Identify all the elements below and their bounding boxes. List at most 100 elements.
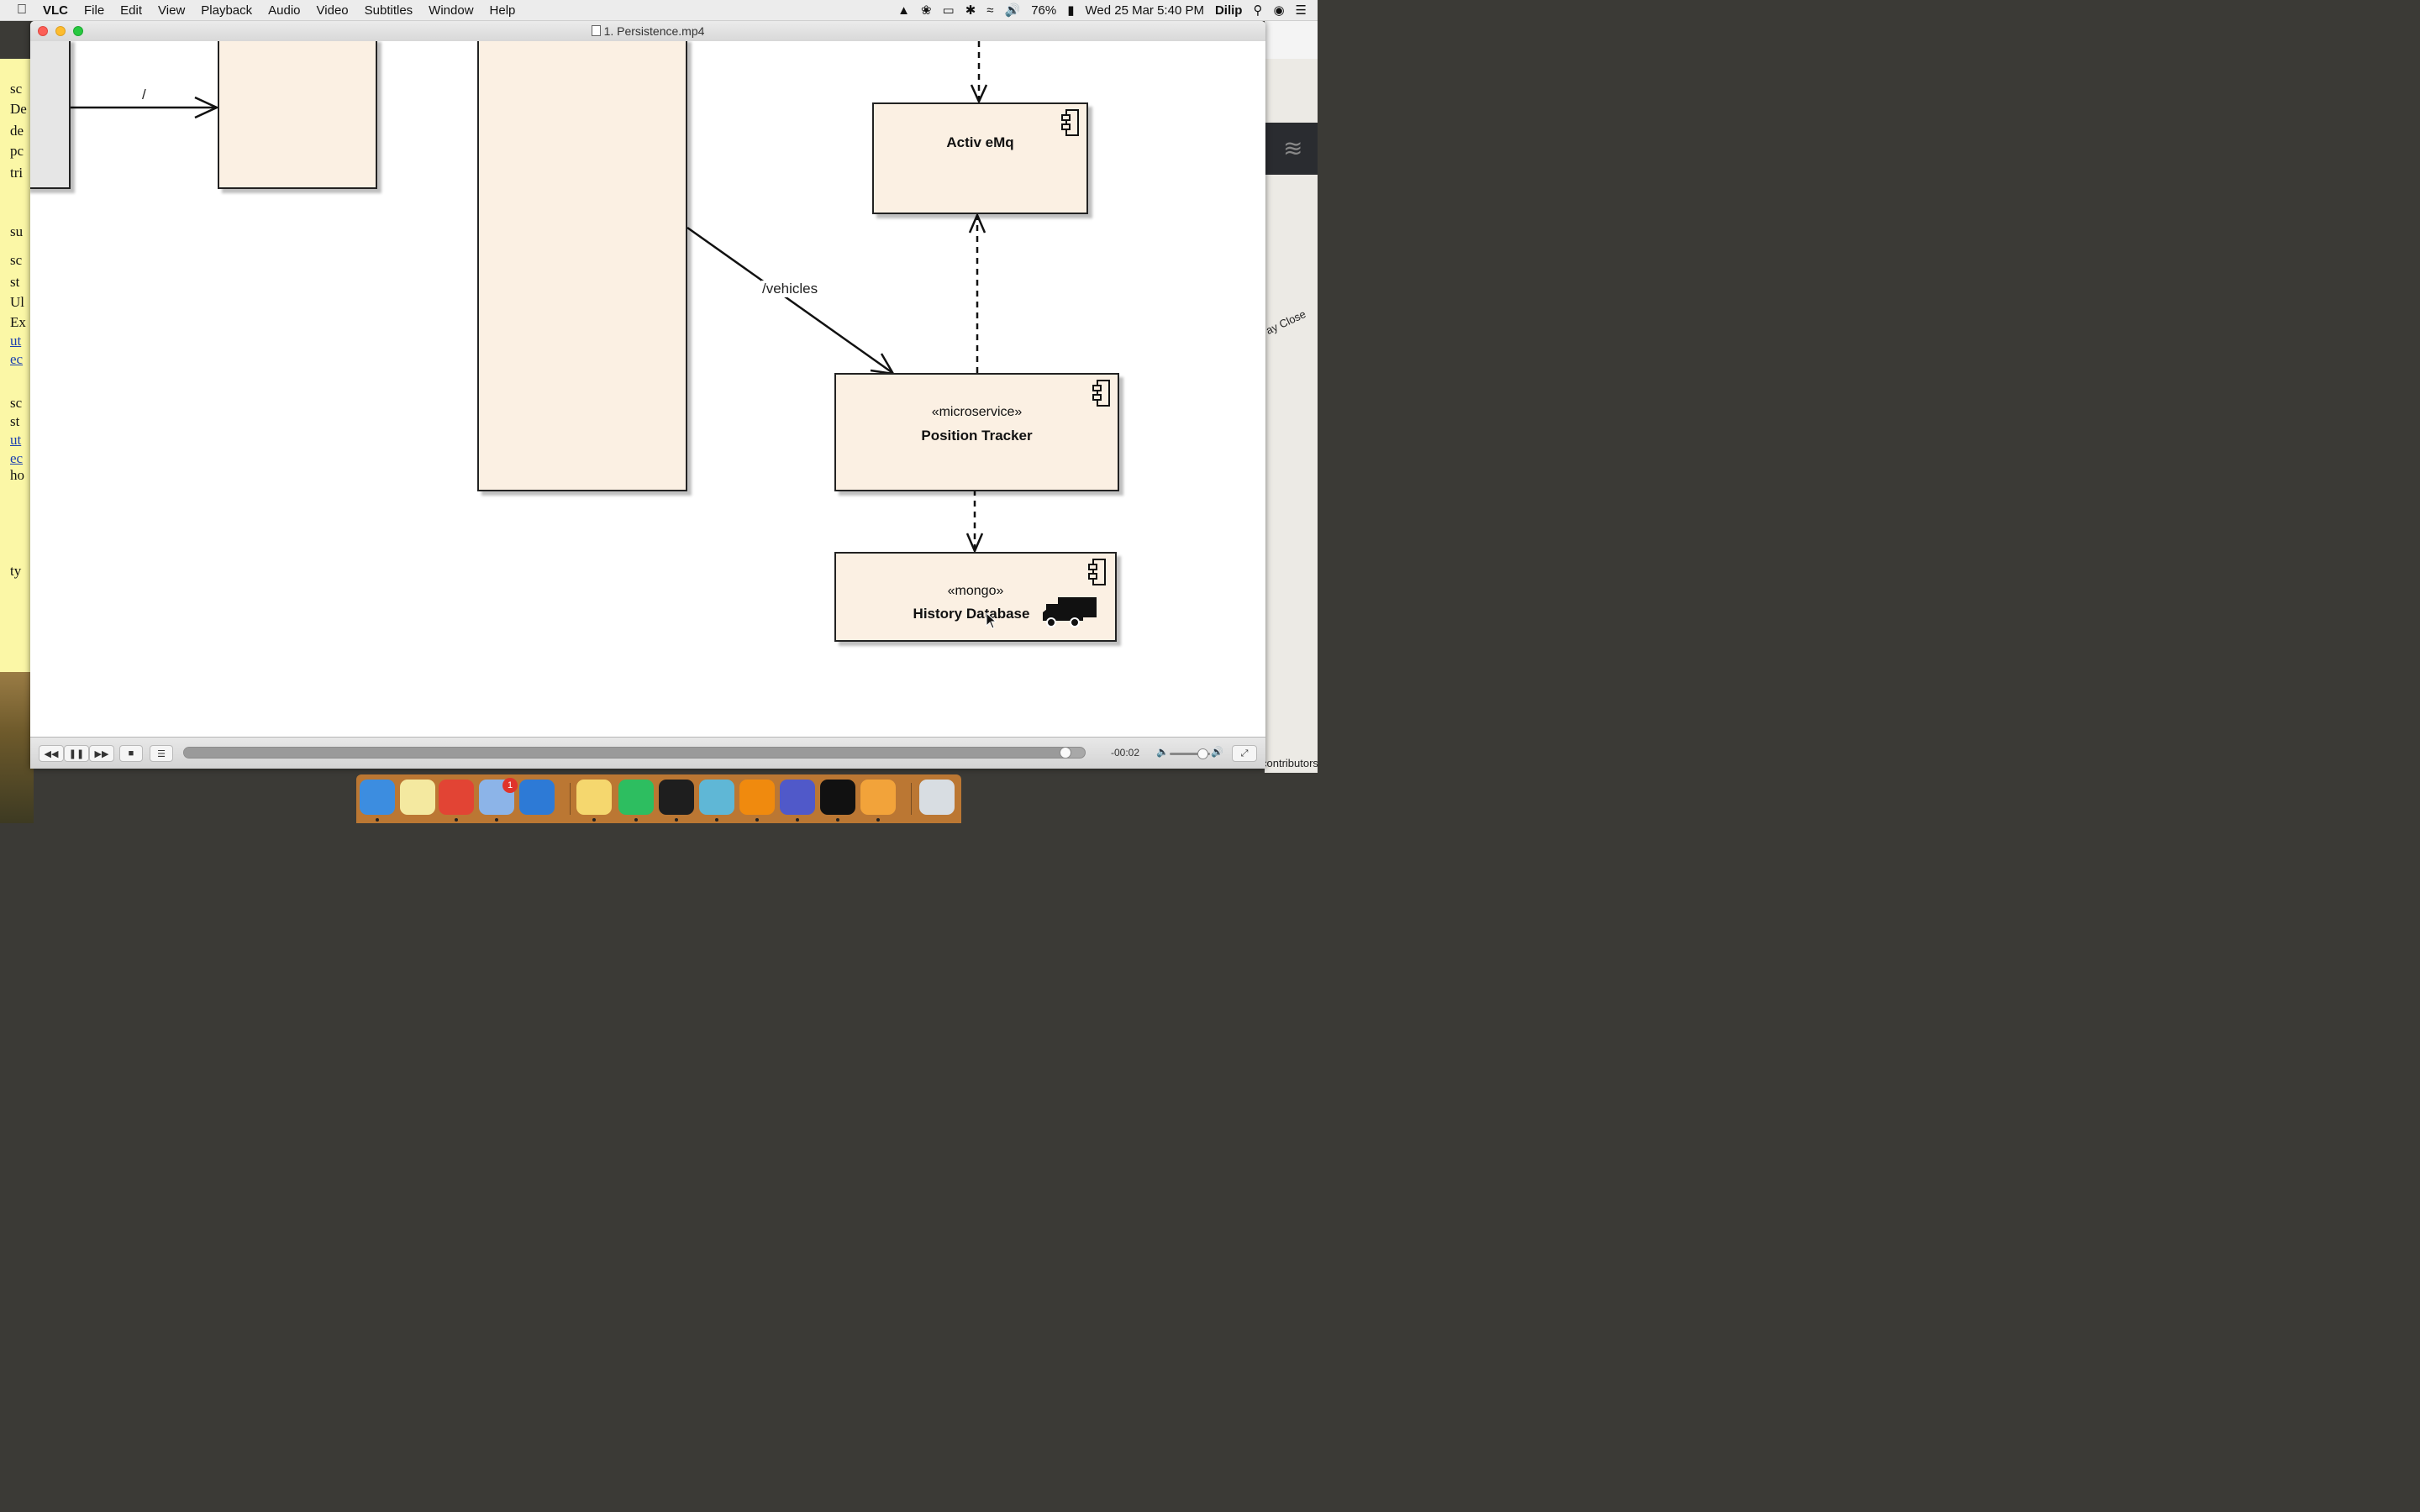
mail-badge: 1 <box>502 778 518 793</box>
desktop-wallpaper <box>0 672 34 823</box>
volume-high-icon[interactable]: 🔊 <box>1211 746 1223 758</box>
zoom-button[interactable] <box>73 26 83 36</box>
battery-icon[interactable]: ▮ <box>1067 3 1075 18</box>
history-database-component: «mongo» History Database <box>834 552 1117 642</box>
playback-controls: ◀◀ ❚❚ ▶▶ ■ ☰ -00:02 🔈 🔊 ⤢ <box>30 737 1265 769</box>
doc-line: sc <box>10 252 23 268</box>
siri-icon[interactable]: ◉ <box>1273 3 1285 18</box>
edge-label-root: / <box>142 87 146 102</box>
fast-forward-button[interactable]: ▶▶ <box>89 745 114 762</box>
dock-atom-icon[interactable] <box>699 780 734 815</box>
dock-running-indicator <box>495 818 498 822</box>
position-tracker-component: «microservice» Position Tracker <box>834 373 1119 491</box>
volume-slider[interactable] <box>1170 753 1210 755</box>
doc-line: ty <box>10 563 22 579</box>
menu-view[interactable]: View <box>148 3 185 18</box>
time-remaining[interactable]: -00:02 <box>1111 747 1140 759</box>
pause-button[interactable]: ❚❚ <box>64 745 89 762</box>
diagram-connectors <box>71 41 988 554</box>
volume-low-icon[interactable]: 🔈 <box>1156 746 1169 758</box>
vehicles-connector <box>687 226 892 374</box>
menu-help[interactable]: Help <box>479 3 516 18</box>
wifi-icon[interactable]: ≈ <box>986 3 994 18</box>
component-stereotype: «mongo» <box>947 584 1004 598</box>
diagram-gray-box <box>30 41 71 189</box>
dock-pages-icon[interactable] <box>860 780 896 815</box>
playlist-button[interactable]: ☰ <box>150 745 173 762</box>
doc-line: sc <box>10 81 23 97</box>
dock-chrome-icon[interactable] <box>439 780 474 815</box>
dock-trash-icon[interactable] <box>919 780 955 815</box>
dock-vlc-icon[interactable] <box>739 780 775 815</box>
dock-running-indicator <box>755 818 759 822</box>
minimize-button[interactable] <box>55 26 66 36</box>
dock-notes-icon[interactable] <box>400 780 435 815</box>
dock-running-indicator <box>592 818 596 822</box>
menu-video[interactable]: Video <box>306 3 349 18</box>
diagram-component-upper <box>218 41 377 189</box>
seek-bar-handle[interactable] <box>1059 747 1071 759</box>
doc-line: ho <box>10 467 24 483</box>
menu-window[interactable]: Window <box>418 3 473 18</box>
menu-user[interactable]: Dilip <box>1214 3 1243 18</box>
menu-audio[interactable]: Audio <box>258 3 300 18</box>
menu-app-name[interactable]: VLC <box>33 3 68 18</box>
dock-finder-icon[interactable] <box>360 780 395 815</box>
dock-vs-code-icon[interactable] <box>519 780 555 815</box>
dock-running-indicator <box>715 818 718 822</box>
rss-icon[interactable]: ≋ <box>1283 135 1303 161</box>
rewind-button[interactable]: ◀◀ <box>39 745 64 762</box>
dock-evernote-icon[interactable] <box>618 780 654 815</box>
dock: 1 <box>356 774 961 823</box>
stop-button[interactable]: ■ <box>119 745 143 762</box>
component-icon <box>1092 380 1110 407</box>
window-title: 1. Persistence.mp4 <box>603 24 705 38</box>
seek-bar[interactable] <box>183 747 1086 759</box>
video-frame[interactable]: / /vehicles Activ eMq «microservice» Pos… <box>30 41 1265 737</box>
volume-icon[interactable]: 🔊 <box>1004 3 1021 18</box>
doc-line: su <box>10 223 24 239</box>
menu-edit[interactable]: Edit <box>110 3 142 18</box>
dock-teams-icon[interactable] <box>780 780 815 815</box>
doc-line: st <box>10 274 20 290</box>
map-contributors-label[interactable]: contributors <box>1261 757 1318 769</box>
background-document-window: sc De de pc tri su sc st Ul Ex ut ec sc … <box>0 59 34 672</box>
evernote-status-icon[interactable]: ❀ <box>920 3 932 18</box>
doc-line: pc <box>10 143 24 159</box>
menu-subtitles[interactable]: Subtitles <box>354 3 413 18</box>
window-titlebar[interactable]: 1. Persistence.mp4 <box>30 21 1265 42</box>
vlc-status-icon[interactable]: ▲ <box>897 3 910 18</box>
fullscreen-button[interactable]: ⤢ <box>1232 745 1257 762</box>
dock-stickies-icon[interactable] <box>576 780 612 815</box>
doc-link[interactable]: ut <box>10 333 22 349</box>
doc-line: sc <box>10 395 23 411</box>
dock-activity-monitor-icon[interactable] <box>659 780 694 815</box>
vlc-window: 1. Persistence.mp4 / /vehicle <box>30 21 1265 769</box>
close-button[interactable] <box>38 26 48 36</box>
file-icon <box>591 25 601 36</box>
edge-label-vehicles: /vehicles <box>761 281 819 297</box>
bluetooth-icon[interactable]: ✱ <box>965 3 976 18</box>
notification-center-icon[interactable]: ☰ <box>1295 3 1307 18</box>
dock-running-indicator <box>376 818 379 822</box>
doc-line: De <box>10 101 27 117</box>
apple-icon[interactable]:  <box>17 3 27 18</box>
activemq-component: Activ eMq <box>872 102 1088 214</box>
doc-link[interactable]: ut <box>10 432 22 448</box>
airplay-icon[interactable]: ▭ <box>942 3 955 18</box>
spotlight-icon[interactable]: ⚲ <box>1253 3 1263 18</box>
doc-link[interactable]: ec <box>10 351 24 367</box>
dock-terminal-icon[interactable] <box>820 780 855 815</box>
component-name: History Database <box>913 606 1030 622</box>
diagram-component-tall <box>477 41 687 491</box>
volume-slider-handle[interactable] <box>1197 748 1208 759</box>
dock-running-indicator <box>634 818 638 822</box>
menu-clock[interactable]: Wed 25 Mar 5:40 PM <box>1085 3 1204 18</box>
menu-playback[interactable]: Playback <box>191 3 252 18</box>
doc-line: Ul <box>10 294 24 310</box>
menu-file[interactable]: File <box>74 3 104 18</box>
dock-separator <box>911 783 912 815</box>
dock-separator <box>570 783 571 815</box>
doc-link[interactable]: ec <box>10 450 24 466</box>
battery-percent[interactable]: 76% <box>1031 3 1057 18</box>
